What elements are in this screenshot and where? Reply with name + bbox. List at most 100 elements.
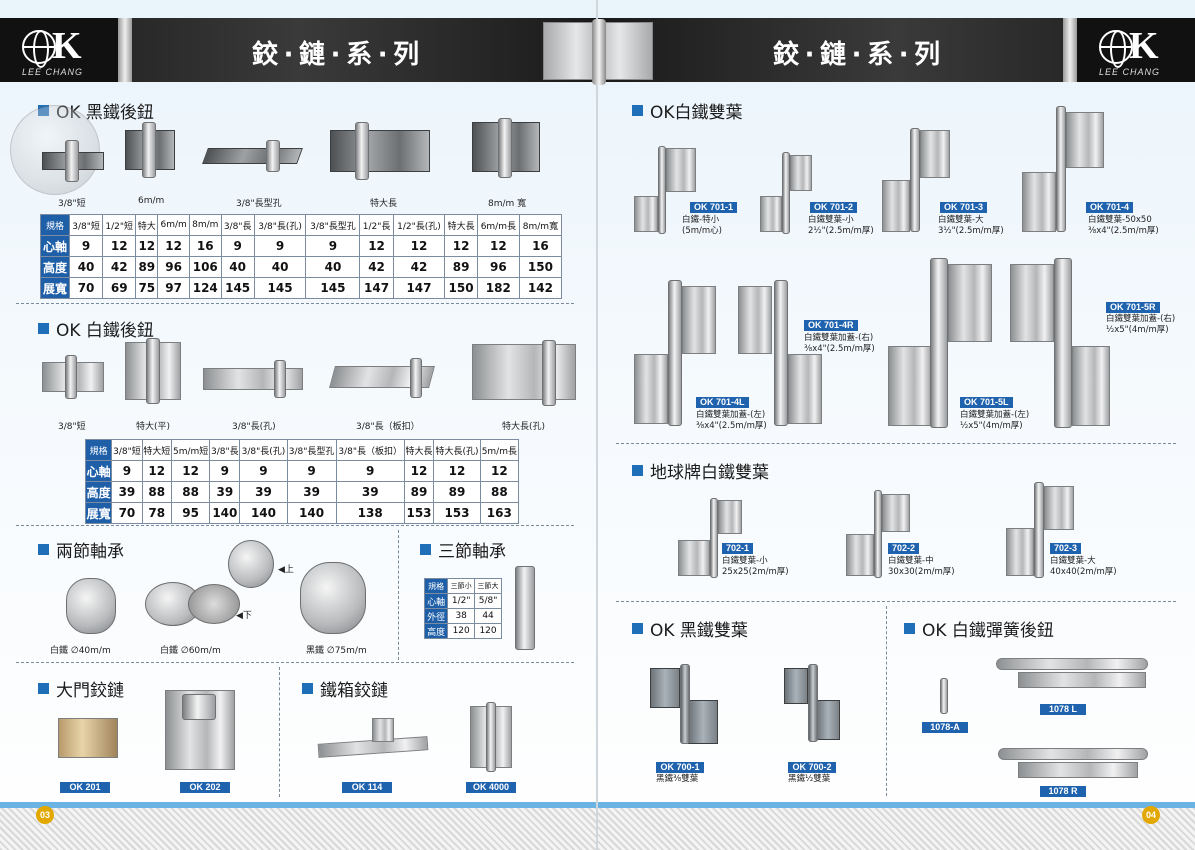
table-cell: 182 xyxy=(476,277,520,299)
globe-icon xyxy=(1099,30,1133,68)
knuckle-shape xyxy=(274,360,286,398)
spec-table-three-section-bearing: 規格 三節小 三節大 心軸 1/2" 5/8" 外徑 38 44 高度 120 … xyxy=(423,578,502,639)
caption: 3/8"長（板扣） xyxy=(356,422,420,432)
table-row: 高度 39 88 88 39 39 39 39 89 89 88 xyxy=(84,481,520,503)
knuckle-shape xyxy=(782,152,790,234)
product-image-bearing-60-bottom xyxy=(188,584,240,624)
table-row: 展寬 70 78 95 140 140 140 138 153 153 163 xyxy=(84,502,520,524)
table-cell: 140 xyxy=(209,502,241,524)
logo-letters: K xyxy=(1129,25,1159,67)
background-bearing-image xyxy=(10,105,100,195)
table-header: 5m/m短 xyxy=(171,439,211,461)
leaf-shape xyxy=(634,196,658,232)
knuckle-shape xyxy=(910,128,920,232)
table-cell: 39 xyxy=(335,481,405,503)
table-cell: 145 xyxy=(305,277,361,299)
section-divider xyxy=(398,530,399,660)
table-cell: 1/2" xyxy=(447,593,476,609)
bullet-square-icon xyxy=(302,683,313,694)
knuckle-shape xyxy=(658,146,666,234)
caption: 特大長 xyxy=(370,199,398,209)
table-cell: 12 xyxy=(392,235,446,257)
knuckle-shape xyxy=(668,280,682,426)
product-tag: OK 701-2 xyxy=(810,202,858,213)
table-cell: 39 xyxy=(111,481,143,503)
table-header: 規格 xyxy=(84,439,113,461)
table-header: 特大長 xyxy=(403,439,435,461)
product-image-1078-R xyxy=(998,748,1148,760)
table-row: 高度 40 42 89 96 106 40 40 40 42 42 89 96 … xyxy=(40,256,563,278)
table-header: 1/2"長(孔) xyxy=(392,214,446,236)
table-cell: 40 xyxy=(305,256,361,278)
logo-subtext: LEE CHANG xyxy=(1099,67,1161,77)
table-cell: 12 xyxy=(157,235,190,257)
caption: 3/8"短 xyxy=(58,422,86,432)
row-label: 心軸 xyxy=(423,593,449,609)
book-spine xyxy=(596,0,599,850)
row-label: 高度 xyxy=(423,623,449,639)
table-cell: 39 xyxy=(286,481,337,503)
product-image-701-5L xyxy=(948,264,992,342)
table-header: 6m/m長 xyxy=(476,214,520,236)
section-title-white-rear-hinge: OK 白鐵後鈕 xyxy=(38,316,154,341)
bullet-square-icon xyxy=(632,465,643,476)
knuckle-shape xyxy=(410,358,422,398)
product-tag: 702-2 xyxy=(888,543,920,554)
knuckle-shape xyxy=(808,664,818,742)
row-label: 高度 xyxy=(40,256,70,278)
bullet-square-icon xyxy=(38,323,49,334)
table-row: 心軸 9 12 12 12 16 9 9 9 12 12 12 12 16 xyxy=(40,235,563,257)
table-row: 心軸 1/2" 5/8" xyxy=(423,593,502,609)
table-cell: 142 xyxy=(518,277,563,299)
section-divider xyxy=(16,525,574,526)
product-tag: OK 114 xyxy=(342,782,392,793)
knuckle-shape xyxy=(266,140,280,172)
knuckle-shape xyxy=(592,19,606,85)
product-image-extra-long-hole xyxy=(472,344,576,400)
section-title-ss-butt-hinge: OK白鐵雙葉 xyxy=(632,98,743,123)
leaf-shape xyxy=(846,534,874,576)
product-tag: OK 701-5R xyxy=(1106,302,1160,313)
table-cell: 145 xyxy=(220,277,255,299)
table-row: 展寬 70 69 75 97 124 145 145 145 147 147 1… xyxy=(40,277,563,299)
table-cell: 140 xyxy=(286,502,337,524)
section-divider xyxy=(16,303,574,304)
table-header: 特大長(孔) xyxy=(433,439,481,461)
table-cell: 5/8" xyxy=(474,593,502,609)
product-tag: OK 701-4L xyxy=(696,397,749,408)
leaf-shape xyxy=(760,196,782,232)
table-cell: 153 xyxy=(433,502,481,524)
table-cell: 12 xyxy=(444,235,478,257)
footer-pattern xyxy=(0,808,597,850)
product-image-38-long-slot xyxy=(202,148,303,164)
product-image-701-5R xyxy=(1072,346,1110,426)
table-cell: 12 xyxy=(102,235,137,257)
leaf-shape xyxy=(1006,528,1034,576)
section-divider xyxy=(886,606,887,796)
table-cell: 138 xyxy=(335,502,405,524)
product-image-1078-L xyxy=(996,658,1148,670)
table-cell: 70 xyxy=(68,277,104,299)
section-divider xyxy=(616,443,1176,444)
leaf-shape xyxy=(1022,172,1056,232)
product-image-three-section-bearing xyxy=(515,566,535,650)
bullet-square-icon xyxy=(632,105,643,116)
knuckle-shape xyxy=(710,498,718,578)
knuckle-shape xyxy=(486,702,496,772)
table-cell: 120 xyxy=(447,623,476,639)
section-divider xyxy=(16,662,574,663)
right-page: 鉸‧鏈‧系‧列 K LEE CHANG OK白鐵雙葉 OK 701-1 白鐵-特… xyxy=(598,0,1195,850)
hasp-loop xyxy=(372,718,394,742)
product-image-bearing-75 xyxy=(300,562,366,634)
row-label: 高度 xyxy=(84,481,113,503)
table-cell: 39 xyxy=(239,481,288,503)
product-tag: OK 700-1 xyxy=(656,762,704,773)
bullet-square-icon xyxy=(904,623,915,634)
product-image-702-2 xyxy=(882,494,910,532)
product-desc: 白鐵雙葉加蓋-(左)⅜x4"(2.5m/m厚) xyxy=(696,410,767,431)
knuckle-shape xyxy=(146,338,160,404)
caption: 3/8"長型孔 xyxy=(236,199,282,209)
table-cell: 124 xyxy=(188,277,222,299)
leaf-shape xyxy=(738,286,772,354)
table-cell: 12 xyxy=(479,460,520,482)
